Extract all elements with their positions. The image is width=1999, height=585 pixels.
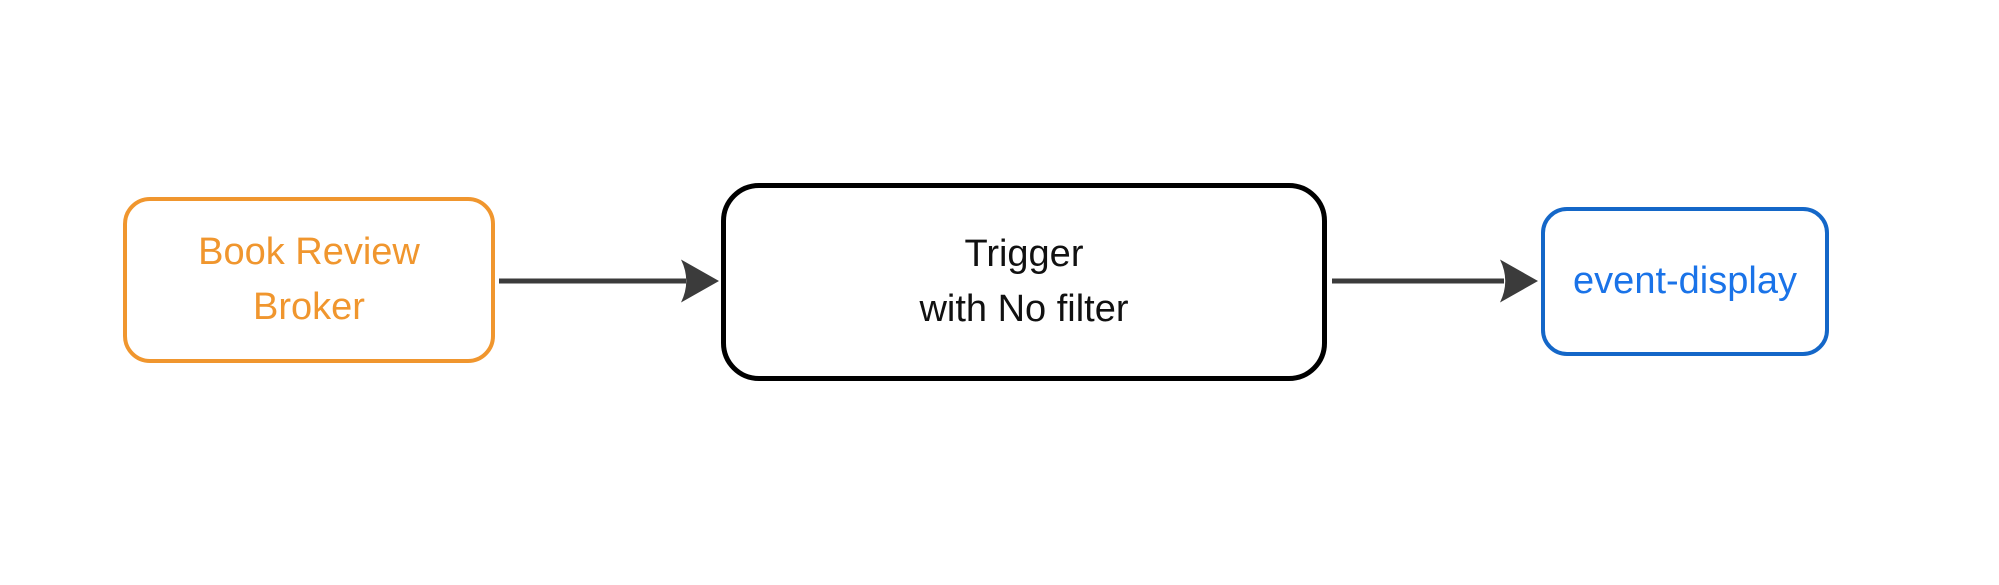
arrow-broker-to-trigger: [499, 259, 719, 303]
arrowhead-icon: [681, 259, 719, 303]
node-book-review-broker-label: Book Review Broker: [198, 231, 420, 328]
node-book-review-broker: Book Review Broker: [123, 197, 495, 363]
node-trigger-with-no-filter-label: Trigger with No filter: [919, 233, 1129, 330]
node-trigger-with-no-filter: Trigger with No filter: [721, 183, 1327, 381]
arrow-trigger-to-event-display: [1332, 259, 1538, 303]
node-event-display-label: event-display: [1573, 260, 1797, 302]
node-event-display: event-display: [1541, 207, 1829, 356]
arrowhead-icon: [1500, 259, 1538, 303]
